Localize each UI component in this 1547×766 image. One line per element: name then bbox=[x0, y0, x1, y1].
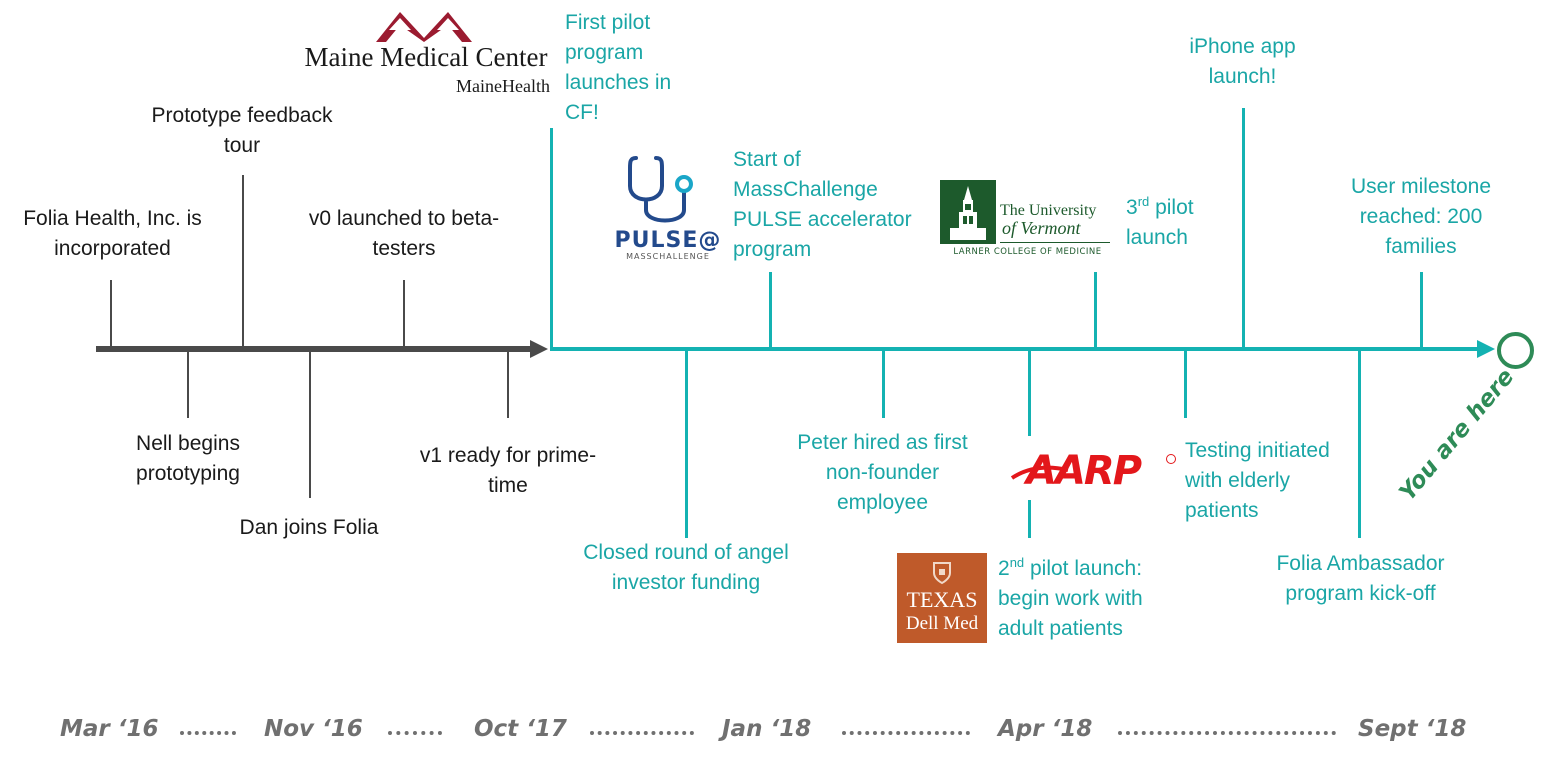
label-elderly: Testing initiated with elderly patients bbox=[1185, 439, 1330, 522]
you-are-here-label: You are here bbox=[1394, 364, 1520, 506]
tick-third-pilot bbox=[1094, 272, 1097, 348]
second-pilot-text: pilot launch: begin work with adult pati… bbox=[998, 557, 1143, 640]
stethoscope-icon bbox=[628, 156, 693, 223]
second-pilot-ordinal: 2 bbox=[998, 557, 1010, 580]
uvm-divider bbox=[1000, 242, 1110, 243]
tick-dan bbox=[309, 350, 311, 498]
pulse-line2: MASSCHALLENGE bbox=[626, 252, 710, 261]
uvm-line2: of Vermont bbox=[1002, 218, 1081, 238]
third-pilot-suffix: rd bbox=[1137, 194, 1150, 209]
timeline-current-line bbox=[550, 347, 1480, 351]
label-dan: Dan joins Folia bbox=[239, 516, 379, 539]
aarp-registered-mark bbox=[1166, 454, 1176, 464]
tick-prototype-tour bbox=[242, 175, 244, 348]
axis-label-nov16: Nov ‘16 bbox=[264, 716, 363, 742]
axis-dots-1 bbox=[180, 731, 236, 735]
tick-second-pilot-lower bbox=[1028, 500, 1031, 538]
tick-iphone bbox=[1242, 108, 1245, 348]
axis-dots-2 bbox=[388, 731, 442, 735]
third-pilot-ordinal: 3 bbox=[1126, 196, 1138, 219]
label-second-pilot: 2nd pilot launch: begin work with adult … bbox=[998, 554, 1183, 644]
uvm-tower-block bbox=[940, 180, 996, 244]
label-nell: Nell begins prototyping bbox=[136, 432, 240, 485]
tick-first-pilot bbox=[550, 128, 553, 348]
aarp-logo: AARP bbox=[1010, 448, 1176, 496]
timeline-past-arrowhead bbox=[530, 340, 548, 358]
timeline-past-line bbox=[96, 346, 532, 352]
tick-v0 bbox=[403, 280, 405, 348]
you-are-here-circle bbox=[1497, 332, 1534, 369]
axis-label-apr18: Apr ‘18 bbox=[998, 716, 1093, 742]
tick-ambassador bbox=[1358, 350, 1361, 538]
tick-masschallenge bbox=[769, 272, 772, 348]
maine-line1: Maine Medical Center bbox=[304, 42, 548, 72]
tick-peter bbox=[882, 350, 885, 418]
axis-label-jan18: Jan ‘18 bbox=[722, 716, 812, 742]
maine-line2: MaineHealth bbox=[456, 76, 550, 96]
tick-nell bbox=[187, 350, 189, 418]
tick-angel bbox=[685, 350, 688, 538]
axis-dots-3 bbox=[590, 731, 694, 735]
axis-dots-4 bbox=[842, 731, 970, 735]
maine-medical-center-logo: Maine Medical Center MaineHealth bbox=[296, 6, 554, 96]
uvm-larner-logo: The University of Vermont LARNER COLLEGE… bbox=[940, 180, 1115, 260]
label-first-pilot: First pilot program launches in CF! bbox=[565, 11, 672, 124]
texas-line1: TEXAS bbox=[906, 587, 978, 612]
axis-label-sept18: Sept ‘18 bbox=[1358, 716, 1467, 742]
label-masschallenge: Start of MassChallenge PULSE accelerator… bbox=[733, 148, 912, 261]
label-ambassador: Folia Ambassador program kick-off bbox=[1276, 552, 1445, 605]
label-third-pilot: 3rd pilot launch bbox=[1126, 193, 1226, 253]
axis-label-mar16: Mar ‘16 bbox=[60, 716, 159, 742]
uvm-tower-icon bbox=[950, 186, 986, 240]
label-angel: Closed round of angel investor funding bbox=[583, 541, 789, 594]
label-prototype-tour: Prototype feedback tour bbox=[151, 104, 333, 157]
label-user-milestone: User milestone reached: 200 families bbox=[1350, 175, 1492, 258]
tick-incorporated bbox=[110, 280, 112, 348]
label-peter: Peter hired as first non-founder employe… bbox=[797, 431, 968, 514]
uvm-line1: The University bbox=[1000, 202, 1097, 219]
aarp-swoosh-icon bbox=[1010, 465, 1069, 480]
label-v1: v1 ready for prime-time bbox=[419, 444, 597, 497]
timeline-current-arrowhead bbox=[1477, 340, 1495, 358]
texas-shield-icon bbox=[933, 562, 951, 585]
pulse-masschallenge-logo: PULSE@ MASSCHALLENGE bbox=[612, 150, 724, 265]
texas-line2: Dell Med bbox=[905, 613, 979, 634]
label-v0: v0 launched to beta-testers bbox=[308, 207, 500, 260]
third-pilot-text: pilot launch bbox=[1126, 196, 1194, 249]
label-incorporated: Folia Health, Inc. is incorporated bbox=[23, 207, 202, 260]
tick-elderly bbox=[1184, 350, 1187, 418]
tick-user-milestone bbox=[1420, 272, 1423, 348]
pulse-line1: PULSE@ bbox=[614, 228, 722, 253]
tick-second-pilot-upper bbox=[1028, 350, 1031, 436]
axis-label-oct17: Oct ‘17 bbox=[474, 716, 567, 742]
second-pilot-suffix: nd bbox=[1009, 555, 1025, 570]
aarp-text: AARP bbox=[1026, 448, 1142, 494]
texas-dell-med-logo: TEXAS Dell Med bbox=[897, 553, 987, 643]
maine-medical-roof-icon bbox=[376, 12, 472, 42]
axis-dots-5 bbox=[1118, 731, 1336, 735]
uvm-line3: LARNER COLLEGE OF MEDICINE bbox=[953, 247, 1102, 257]
tick-v1 bbox=[507, 350, 509, 418]
label-iphone: iPhone app launch! bbox=[1189, 35, 1296, 88]
